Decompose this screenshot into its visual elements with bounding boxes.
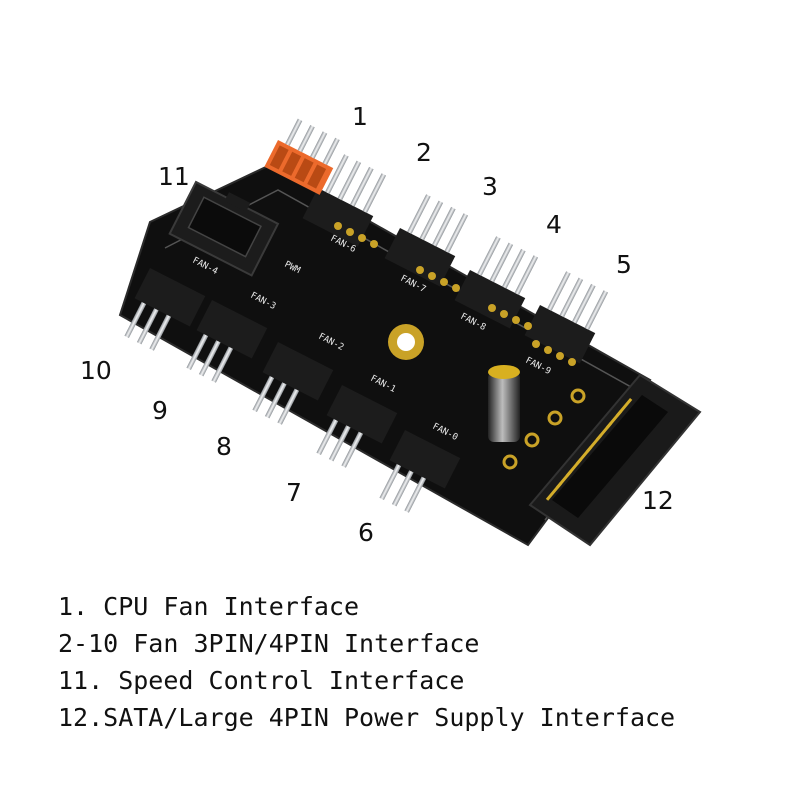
callout-2: 2 [416,138,432,167]
callout-11: 11 [158,162,190,191]
legend-line-fans: 2-10 Fan 3PIN/4PIN Interface [58,629,480,658]
bottom-fan-headers [124,268,461,513]
solder-pads [334,222,576,366]
cpu-fan-connector [264,118,340,195]
fan-hub-product-photo: FAN-6 FAN-7 FAN-8 FAN-9 FAN-4 FAN-3 FAN-… [118,118,702,547]
callout-4: 4 [546,210,562,239]
capacitor [488,365,520,442]
callout-3: 3 [482,172,498,201]
legend: 1. CPU Fan Interface 2-10 Fan 3PIN/4PIN … [58,588,788,736]
callout-10: 10 [80,356,112,385]
callout-1: 1 [352,102,368,131]
callout-6: 6 [358,518,374,547]
legend-line-sata: 12.SATA/Large 4PIN Power Supply Interfac… [58,703,676,732]
legend-line-speed: 11. Speed Control Interface [58,666,465,695]
callout-7: 7 [286,478,302,507]
callout-12: 12 [642,486,674,515]
mounting-hole [388,324,424,360]
sata-power-connector [502,373,702,547]
callout-8: 8 [216,432,232,461]
callout-5: 5 [616,250,632,279]
legend-line-cpu: 1. CPU Fan Interface [58,592,360,621]
speed-control-connector [168,180,280,277]
callout-9: 9 [152,396,168,425]
